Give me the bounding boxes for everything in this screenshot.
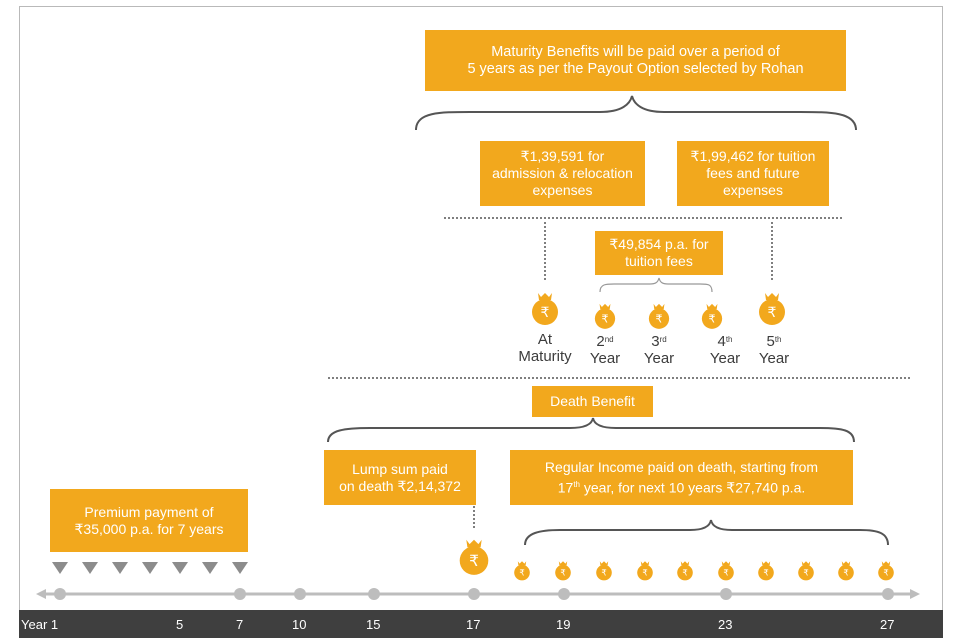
regular-income-brace — [524, 519, 889, 546]
at-maturity-label: At Maturity — [518, 331, 572, 365]
money-bag-rupee-icon — [878, 561, 894, 581]
regular-income-box: Regular Income paid on death, starting f… — [510, 450, 853, 505]
axis-tick-label: 23 — [718, 617, 733, 632]
lump-sum-box: Lump sum paid on death ₹2,14,372 — [324, 450, 476, 505]
year-5-label: 5th Year — [758, 333, 790, 367]
tuition-future-box: ₹1,99,462 for tuition fees and future ex… — [677, 141, 829, 206]
money-bag-rupee-icon — [759, 293, 785, 325]
timeline-dot — [294, 588, 306, 600]
down-triangle-icon — [202, 562, 218, 574]
money-bag-rupee-icon — [677, 561, 693, 581]
admission-box: ₹1,39,591 for admission & relocation exp… — [480, 141, 645, 206]
money-bag-rupee-icon — [637, 561, 653, 581]
axis-tick-label: 10 — [292, 617, 307, 632]
axis-tick-label: 17 — [466, 617, 481, 632]
timeline-dot — [468, 588, 480, 600]
timeline-arrow-left — [36, 589, 46, 599]
timeline-dot — [720, 588, 732, 600]
money-bag-rupee-icon — [758, 561, 774, 581]
year-4-label: 4th Year — [709, 333, 741, 367]
money-bag-rupee-icon — [718, 561, 734, 581]
death-benefit-brace — [327, 417, 855, 443]
down-triangle-icon — [172, 562, 188, 574]
down-triangle-icon — [142, 562, 158, 574]
axis-tick-label: Year 1 — [21, 617, 59, 632]
money-bag-rupee-icon — [596, 561, 612, 581]
timeline-dot — [368, 588, 380, 600]
axis-tick-label: 15 — [366, 617, 381, 632]
money-bag-rupee-icon — [798, 561, 814, 581]
money-bag-rupee-icon — [701, 303, 723, 329]
money-bag-rupee-icon — [459, 539, 489, 575]
down-triangle-icon — [52, 562, 68, 574]
down-triangle-icon — [232, 562, 248, 574]
maturity-header-box: Maturity Benefits will be paid over a pe… — [425, 30, 846, 91]
axis-tick-label: 7 — [236, 617, 244, 632]
timeline-arrow-right — [910, 589, 920, 599]
axis-tick-label: 27 — [880, 617, 895, 632]
premium-box: Premium payment of ₹35,000 p.a. for 7 ye… — [50, 489, 248, 552]
down-triangle-icon — [112, 562, 128, 574]
year-axis-bar — [19, 610, 943, 638]
money-bag-rupee-icon — [648, 303, 670, 329]
money-bag-rupee-icon — [555, 561, 571, 581]
timeline-dot — [882, 588, 894, 600]
money-bag-rupee-icon — [532, 293, 558, 325]
regular-income-line1: Regular Income paid on death, starting f… — [544, 458, 819, 475]
year-2-label: 2nd Year — [589, 333, 621, 367]
timeline-dot — [234, 588, 246, 600]
death-benefit-box: Death Benefit — [532, 386, 653, 417]
regular-income-line2: 17th year, for next 10 years ₹27,740 p.a… — [557, 479, 806, 496]
down-triangle-icon — [82, 562, 98, 574]
tuition-pa-box: ₹49,854 p.a. for tuition fees — [595, 231, 723, 275]
year-3-label: 3rd Year — [643, 333, 675, 367]
money-bag-rupee-icon — [594, 303, 616, 329]
timeline-dot — [54, 588, 66, 600]
axis-tick-label: 5 — [176, 617, 184, 632]
maturity-brace — [415, 95, 857, 131]
axis-tick-label: 19 — [556, 617, 571, 632]
money-bag-rupee-icon — [514, 561, 530, 581]
money-bag-rupee-icon — [838, 561, 854, 581]
tuition-pa-brace — [599, 277, 713, 293]
timeline-dot — [558, 588, 570, 600]
